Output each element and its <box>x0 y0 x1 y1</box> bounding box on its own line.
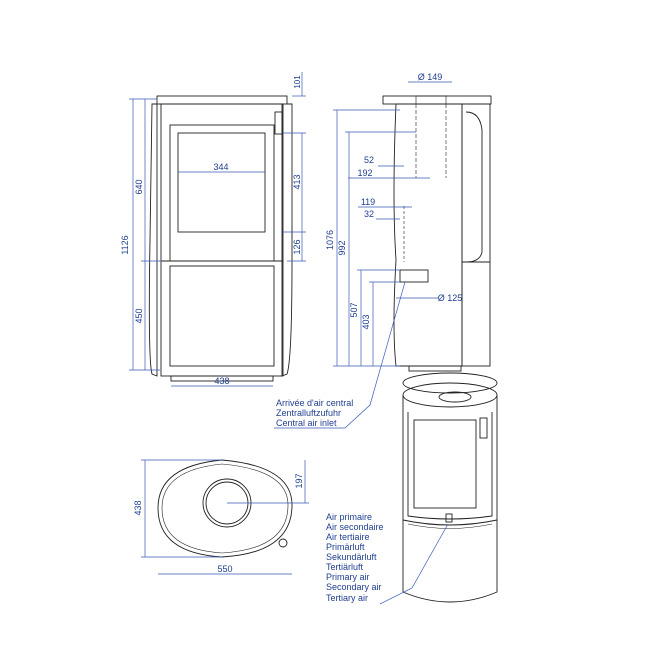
persp-body <box>402 395 498 603</box>
persp-air-control-icon <box>445 513 453 523</box>
dim-window-height: 413 <box>292 174 302 189</box>
dim-inlet-diameter: Ø 125 <box>438 293 463 303</box>
persp-top-rim <box>402 382 498 408</box>
side-front-body <box>461 103 491 367</box>
air-label-1: Air secondaire <box>326 522 384 532</box>
perspective-view <box>402 372 498 603</box>
dim-119: 119 <box>361 197 375 207</box>
central-air-label-fr: Arrivée d'air central <box>276 398 353 408</box>
air-label-6: Primary air <box>326 572 370 582</box>
persp-door-frame <box>407 412 493 520</box>
dim-192: 192 <box>357 168 372 178</box>
side-back <box>393 103 463 367</box>
front-left-side <box>148 103 158 377</box>
air-label-7: Secondary air <box>326 582 382 592</box>
dim-base-width: 438 <box>214 376 229 386</box>
dim-window-width: 344 <box>213 162 228 172</box>
front-door <box>169 124 275 262</box>
side-dimensions: Ø 149 52 192 119 32 1076 992 507 403 Ø 1… <box>325 72 463 367</box>
persp-divider <box>402 519 498 526</box>
persp-lower-line <box>407 523 493 529</box>
front-top-plate <box>156 95 288 105</box>
air-label-2: Air tertiaire <box>326 532 370 542</box>
persp-handle-icon <box>479 417 488 439</box>
dim-507: 507 <box>349 302 359 317</box>
air-label-0: Air primaire <box>326 512 372 522</box>
dim-32: 32 <box>364 209 374 219</box>
dim-top-offset: 197 <box>294 473 304 488</box>
dim-992: 992 <box>337 240 347 255</box>
front-right-side <box>281 103 293 377</box>
air-label-4: Sekundärluft <box>326 552 377 562</box>
central-air-label-en: Central air inlet <box>276 418 337 428</box>
central-air-label-de: Zentralluftzufuhr <box>276 408 341 418</box>
dim-mid-offset: 126 <box>292 239 302 254</box>
persp-window <box>413 419 477 509</box>
leader-air-control <box>379 523 449 605</box>
side-view <box>382 95 492 372</box>
side-top-plate <box>382 95 492 105</box>
central-air-labels: Arrivée d'air central Zentralluftzufuhr … <box>276 398 353 428</box>
front-view <box>148 95 293 382</box>
front-dimensions: 1126 640 450 344 438 101 413 126 <box>120 72 306 387</box>
front-lower-panel <box>169 265 275 367</box>
top-view: 438 550 197 <box>133 459 309 575</box>
side-door-profile <box>465 111 483 263</box>
persp-top-ellipse <box>402 372 498 394</box>
dim-top-depth: 438 <box>133 500 143 515</box>
dim-flue-diameter: Ø 149 <box>418 72 443 82</box>
flue-outlet <box>415 95 447 105</box>
dim-upper-height: 640 <box>134 179 144 194</box>
top-outline <box>157 459 293 558</box>
front-base <box>170 375 274 382</box>
dim-top: 101 <box>293 75 302 89</box>
leader-central-air <box>274 281 406 429</box>
air-inlet <box>399 269 429 283</box>
dim-lower-height: 450 <box>134 308 144 323</box>
front-window <box>177 132 266 233</box>
dim-1076: 1076 <box>325 230 335 250</box>
air-labels: Air primaire Air secondaire Air tertiair… <box>326 512 384 603</box>
dim-overall-height: 1126 <box>120 235 130 254</box>
top-knob-icon <box>278 538 288 548</box>
air-label-8: Tertiary air <box>326 593 368 603</box>
air-label-5: Tertiärluft <box>326 562 364 572</box>
door-handle-icon <box>274 111 283 135</box>
dim-403: 403 <box>361 314 371 329</box>
air-label-3: Primärluft <box>326 542 365 552</box>
top-inner-outline <box>161 463 289 554</box>
persp-flue <box>438 391 472 403</box>
dim-52: 52 <box>364 155 374 165</box>
dim-top-width: 550 <box>217 564 232 574</box>
side-base <box>408 365 462 372</box>
